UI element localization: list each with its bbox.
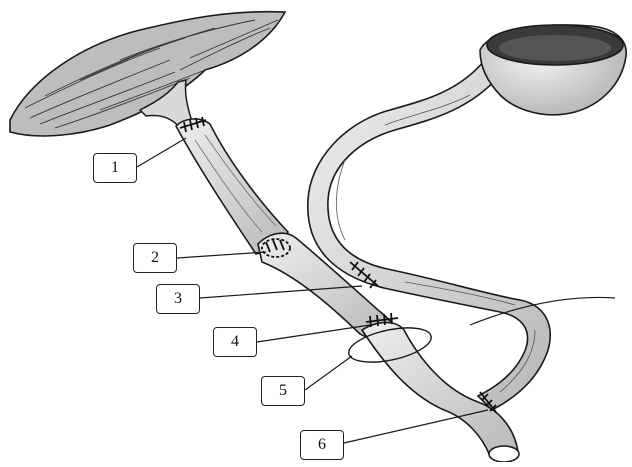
intestinal-loop xyxy=(308,60,550,410)
leader-line-6 xyxy=(344,410,488,443)
bile-duct-upper xyxy=(176,119,288,254)
leader-line-4 xyxy=(257,325,370,342)
label-1: 1 xyxy=(93,153,137,183)
label-5: 5 xyxy=(261,376,305,406)
label-2: 2 xyxy=(133,243,177,273)
label-6: 6 xyxy=(300,430,344,460)
duct-opening xyxy=(489,446,519,462)
leader-line-2 xyxy=(177,252,266,258)
leader-line-1 xyxy=(137,138,186,167)
stomach xyxy=(480,25,626,115)
liver xyxy=(10,12,285,136)
leader-line-5 xyxy=(305,356,352,390)
label-4: 4 xyxy=(213,327,257,357)
label-3: 3 xyxy=(156,284,200,314)
